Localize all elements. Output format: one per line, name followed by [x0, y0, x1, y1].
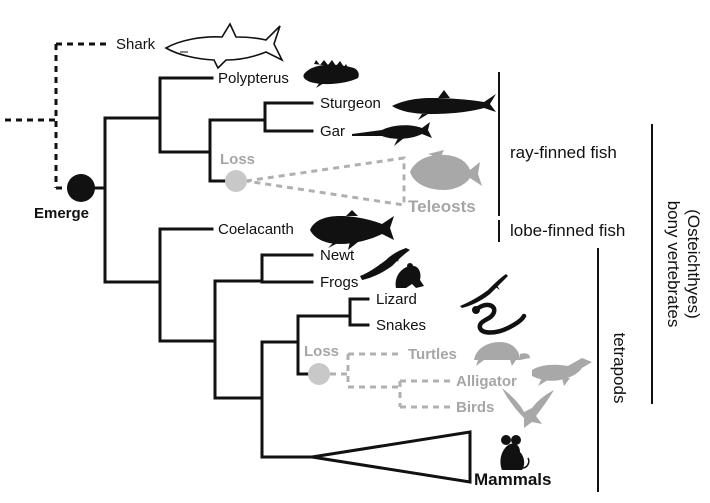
- gar-icon: [352, 122, 432, 146]
- polypterus-icon: [303, 60, 359, 88]
- lizard-icon: [460, 274, 508, 308]
- mouse-icon: [500, 435, 530, 470]
- turtle-icon: [474, 342, 530, 366]
- label-polypterus: Polypterus: [218, 70, 289, 87]
- outgroup-branches: [5, 42, 108, 190]
- group-tetrapods: tetrapods: [610, 333, 629, 404]
- group-bony-vertebrates: bony vertebrates: [664, 201, 683, 328]
- snake-icon: [472, 302, 527, 335]
- label-snakes: Snakes: [376, 317, 426, 334]
- label-birds: Birds: [456, 399, 494, 416]
- mammals-clade-triangle: [311, 430, 472, 484]
- group-osteichthyes: (Osteichthyes): [684, 209, 703, 319]
- shark-icon: [164, 22, 284, 70]
- label-alligator: Alligator: [456, 373, 517, 390]
- group-ray-finned: ray-finned fish: [510, 143, 617, 162]
- label-lizard: Lizard: [376, 291, 417, 308]
- loss-node-reptile: [308, 363, 330, 385]
- bird-icon: [502, 388, 554, 428]
- label-mammals: Mammals: [474, 470, 551, 489]
- label-loss-reptile: Loss: [304, 343, 339, 360]
- newt-icon: [360, 248, 410, 280]
- teleost-fish-icon: [410, 150, 482, 190]
- coelacanth-icon: [310, 210, 394, 250]
- label-frogs: Frogs: [320, 274, 358, 291]
- label-loss-fish: Loss: [220, 151, 255, 168]
- label-shark: Shark: [116, 36, 156, 53]
- sturgeon-icon: [392, 90, 496, 120]
- label-newt: Newt: [320, 247, 355, 264]
- loss-node-fish: [225, 170, 247, 192]
- emerge-node: [67, 174, 95, 202]
- label-sturgeon: Sturgeon: [320, 95, 381, 112]
- lost-lineages: [245, 156, 450, 409]
- label-coelacanth: Coelacanth: [218, 221, 294, 238]
- frog-icon: [395, 263, 424, 288]
- label-emerge: Emerge: [34, 205, 89, 222]
- label-turtles: Turtles: [408, 346, 457, 363]
- alligator-icon: [532, 358, 592, 386]
- teleosts-clade-triangle: [245, 156, 406, 207]
- label-teleosts: Teleosts: [408, 197, 476, 216]
- label-gar: Gar: [320, 123, 345, 140]
- group-lobe-finned: lobe-finned fish: [510, 221, 625, 240]
